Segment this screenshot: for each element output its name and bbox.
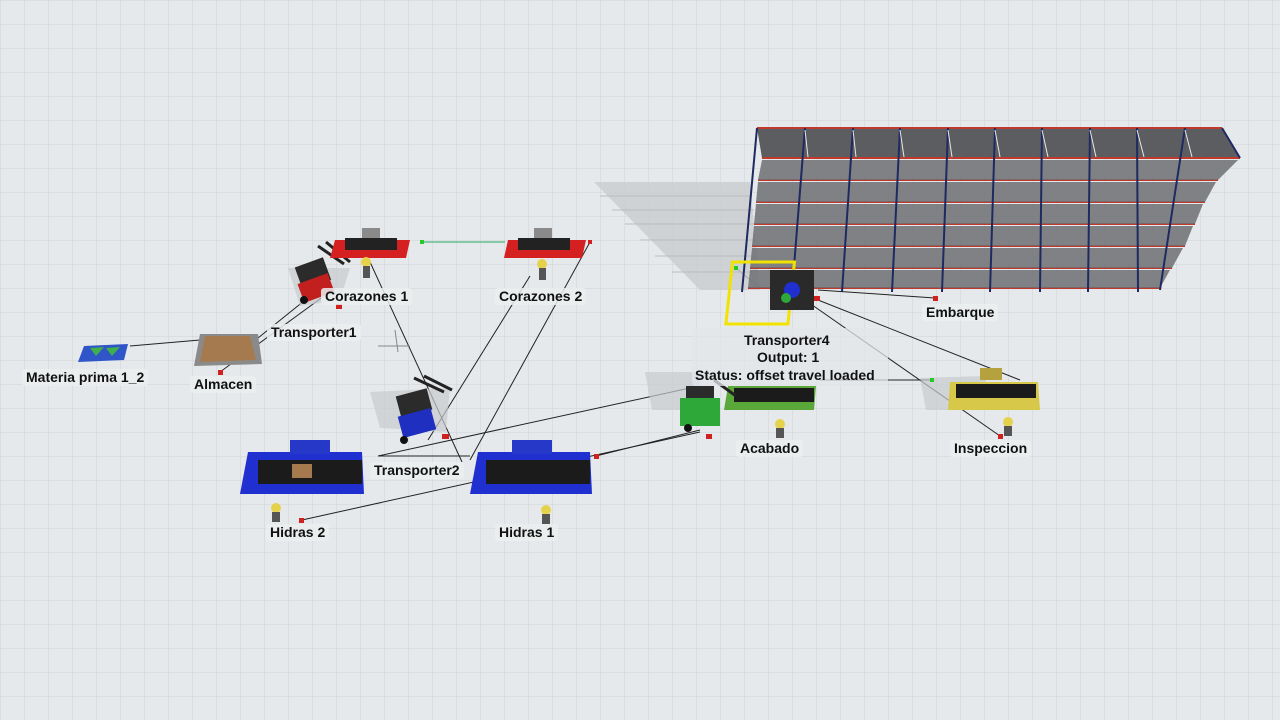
label-transporter1[interactable]: Transporter1 (267, 324, 361, 341)
label-hidras-1[interactable]: Hidras 1 (495, 524, 559, 541)
label-materia-prima[interactable]: Materia prima 1_2 (22, 369, 149, 386)
transporter4-status-text: Status: offset travel loaded (695, 367, 875, 383)
transporter4-status-output: Output: 1 (757, 349, 820, 365)
label-hidras-2[interactable]: Hidras 2 (266, 524, 330, 541)
embarque-rack[interactable] (741, 127, 1241, 293)
label-transporter2[interactable]: Transporter2 (370, 462, 464, 479)
label-embarque[interactable]: Embarque (922, 304, 999, 321)
label-corazones-1[interactable]: Corazones 1 (321, 288, 413, 305)
green-forklift[interactable] (680, 378, 737, 439)
rack-shadow (594, 182, 760, 290)
almacen-queue[interactable] (194, 334, 262, 375)
hidras-2-processor[interactable] (240, 440, 364, 523)
inspeccion-processor[interactable] (920, 368, 1040, 439)
rack-shadow-steps (600, 195, 758, 273)
label-acabado[interactable]: Acabado (736, 440, 804, 457)
label-inspeccion[interactable]: Inspeccion (950, 440, 1032, 457)
transporter4-robot[interactable] (724, 260, 820, 326)
materia-prima-source[interactable] (78, 344, 128, 362)
embarque-input-port (933, 296, 938, 301)
label-corazones-2[interactable]: Corazones 2 (495, 288, 587, 305)
hidras-1-processor[interactable] (470, 440, 599, 524)
label-almacen[interactable]: Almacen (190, 376, 257, 393)
transporter4-status-name: Transporter4 (744, 332, 830, 348)
corazones-2-processor[interactable] (504, 228, 592, 280)
corazones-1-processor[interactable] (330, 228, 424, 278)
transporter2-forklift[interactable] (370, 374, 453, 444)
transporter4-status-panel (692, 328, 888, 386)
